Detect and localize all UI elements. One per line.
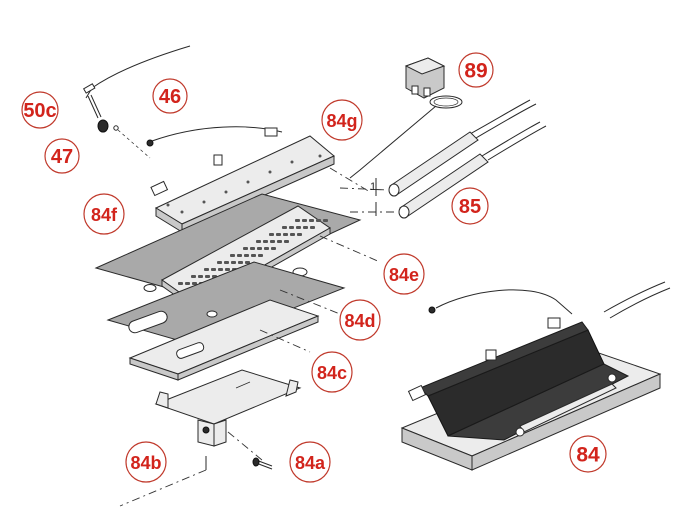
callout-number: 84g (326, 111, 357, 131)
callout-circle (152, 78, 188, 114)
perforation-hole (198, 275, 203, 278)
callout-85: 85 (451, 187, 489, 225)
perforation-hole (277, 240, 282, 243)
callout-84: 84 (569, 435, 607, 473)
callout-circle (458, 52, 494, 88)
perforation-hole (309, 219, 314, 222)
heating-cartridges: 1 (339, 99, 547, 219)
perforation-hole (237, 254, 242, 257)
perforation-hole (204, 268, 209, 271)
perforation-hole (310, 226, 315, 229)
assembled-heater-unit (400, 281, 671, 471)
perforation-hole (185, 282, 190, 285)
perforation-hole (211, 268, 216, 271)
perforation-hole (225, 268, 230, 271)
callout-46: 46 (152, 78, 188, 114)
callout-circle (321, 99, 363, 141)
callout-50c: 50c (21, 91, 59, 129)
callout-number: 89 (464, 60, 487, 83)
perforation-hole (302, 219, 307, 222)
base-plate (128, 299, 320, 381)
perforation-hole (284, 240, 289, 243)
callout-84d: 84d (339, 299, 381, 341)
callout-circle (451, 187, 489, 225)
perforation-hole (270, 240, 275, 243)
perforation-hole (238, 261, 243, 264)
insulation-sheet-lower (106, 261, 346, 347)
callout-84e: 84e (383, 253, 425, 295)
perforation-hole (296, 226, 301, 229)
callout-number: 84 (576, 444, 600, 467)
callout-circle (311, 351, 353, 393)
screw (252, 457, 273, 470)
perforation-hole (316, 219, 321, 222)
perforation-hole (276, 233, 281, 236)
callout-84f: 84f (83, 193, 125, 235)
perforation-hole (264, 247, 269, 250)
perforation-hole (250, 247, 255, 250)
perforation-hole (256, 240, 261, 243)
callout-number: 84f (91, 205, 118, 225)
perforation-hole (323, 219, 328, 222)
perforation-hole (230, 254, 235, 257)
perforation-hole (244, 254, 249, 257)
callout-84g: 84g (321, 99, 363, 141)
callout-number: 84a (295, 453, 326, 473)
perforation-hole (218, 268, 223, 271)
connector-unit (349, 57, 463, 179)
callout-circle (383, 253, 425, 295)
callout-circle (339, 299, 381, 341)
perforation-hole (257, 247, 262, 250)
callout-number: 84b (130, 453, 161, 473)
callout-circle (44, 138, 80, 174)
perforation-hole (217, 261, 222, 264)
mounting-bracket (119, 369, 302, 507)
perforation-hole (224, 261, 229, 264)
perforation-hole (282, 226, 287, 229)
perforation-hole (269, 233, 274, 236)
perforation-hole (243, 247, 248, 250)
perforation-hole (205, 275, 210, 278)
callout-circle (289, 441, 331, 483)
perforation-hole (263, 240, 268, 243)
callout-number: 46 (159, 86, 181, 108)
callout-circle (569, 435, 607, 473)
perforation-hole (245, 261, 250, 264)
callout-number: 84d (344, 311, 375, 331)
perforation-hole (191, 275, 196, 278)
sensor-probe-assembly (82, 45, 191, 159)
callout-number: 85 (459, 196, 481, 218)
callout-84a: 84a (289, 441, 331, 483)
callout-circle (125, 441, 167, 483)
perforation-hole (178, 282, 183, 285)
callout-84c: 84c (311, 351, 353, 393)
callout-number: 84c (317, 363, 347, 383)
callout-circle (21, 91, 59, 129)
perforation-hole (258, 254, 263, 257)
perforation-hole (231, 261, 236, 264)
perforation-hole (295, 219, 300, 222)
callout-number: 47 (51, 146, 73, 168)
perforation-hole (303, 226, 308, 229)
perforation-hole (289, 226, 294, 229)
callout-number: 50c (23, 100, 56, 122)
callout-89: 89 (458, 52, 494, 88)
perforation-hole (290, 233, 295, 236)
axis-mark: 1 (370, 181, 376, 193)
callout-number: 84e (389, 265, 419, 285)
perforation-hole (192, 282, 197, 285)
perforation-hole (297, 233, 302, 236)
perforation-hole (251, 254, 256, 257)
callout-labels: 50c 46 47 84g 89 85 84f 84e 84d 84c 84b 84a 84 (21, 52, 607, 483)
callout-84b: 84b (125, 441, 167, 483)
callout-circle (83, 193, 125, 235)
perforation-hole (271, 247, 276, 250)
perforation-hole (283, 233, 288, 236)
callout-47: 47 (44, 138, 80, 174)
